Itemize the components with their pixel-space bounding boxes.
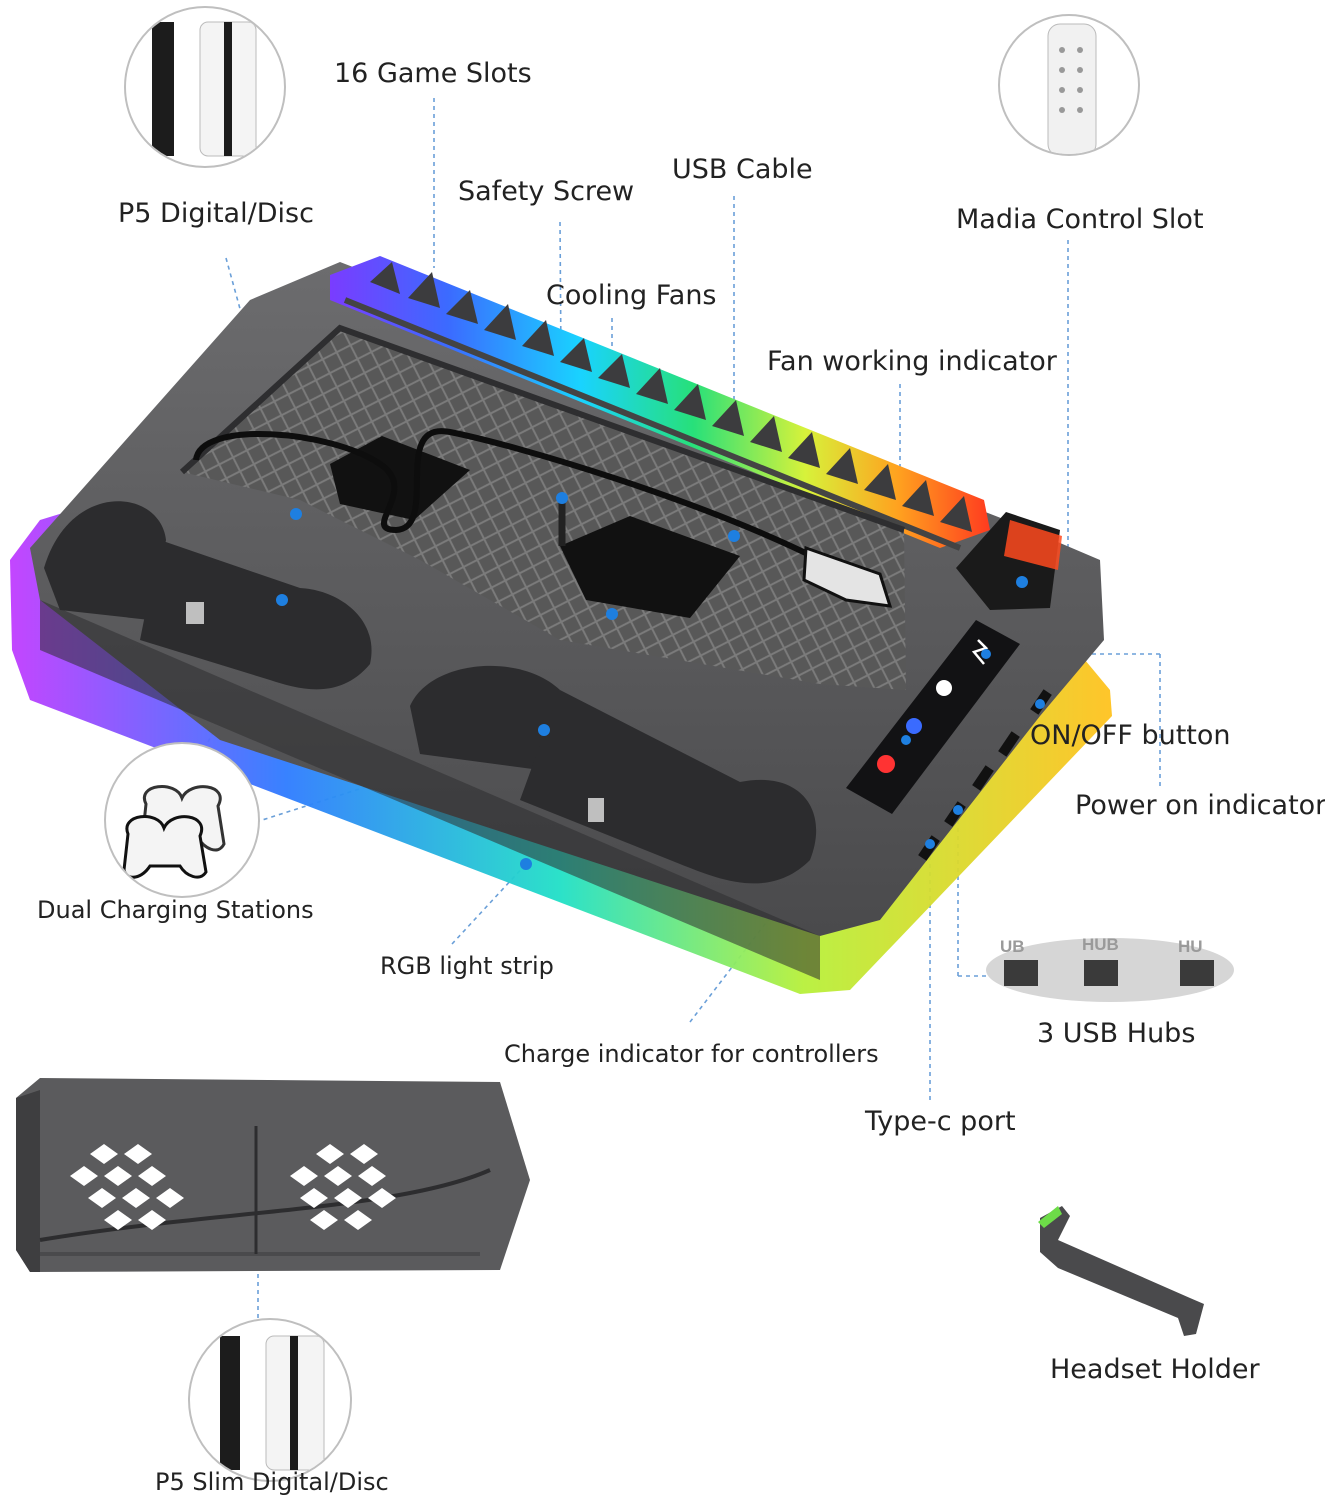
slim-vents [70,1144,396,1230]
label-typec: Type-c port [865,1106,1016,1137]
headset-holder [1038,1206,1204,1336]
hub-label-1: HUB [1082,935,1119,954]
label-power-indicator: Power on indicator [1075,790,1325,821]
label-charge-indicator: Charge indicator for controllers [504,1040,879,1068]
media-remote-icon [1047,23,1097,154]
controllers-badge [104,742,260,898]
label-usb-cable: USB Cable [672,154,813,185]
label-headset: Headset Holder [1050,1354,1260,1385]
charging-port-left [186,602,204,624]
label-game-slots: 16 Game Slots [334,58,532,89]
controller-icon [122,785,226,879]
label-dual-charging: Dual Charging Stations [37,896,314,924]
label-cooling-fans: Cooling Fans [546,280,717,311]
console-bay-grid [182,328,906,690]
label-fan-indicator: Fan working indicator [767,346,1057,377]
media-remote-badge [998,14,1140,156]
usb-plug [802,545,893,608]
console-icon [152,21,257,157]
usb-cable [193,428,822,563]
console-badge-bottom [188,1318,352,1482]
label-media-slot: Madia Control Slot [956,204,1204,235]
hub-label-0: UB [1000,937,1025,956]
slim-console-icon [220,1335,325,1471]
label-rgb-strip: RGB light strip [380,952,554,980]
usb-hub-closeup: UB HUB HU [986,935,1234,1002]
game-slot-row [330,256,990,551]
stand-front-side [40,600,820,980]
label-slim: P5 Slim Digital/Disc [155,1468,389,1496]
label-usb-hubs: 3 USB Hubs [1037,1018,1196,1049]
hub-label-2: HU [1178,937,1203,956]
label-digital-disc: P5 Digital/Disc [118,198,314,229]
label-onoff: ON/OFF button [1030,720,1231,751]
label-safety-screw: Safety Screw [458,176,635,207]
charging-port-right [588,798,604,822]
console-badge-top [124,6,286,168]
controller-cradles [44,501,817,884]
indicator-icons [877,639,989,773]
slim-adapter-plate [16,1078,530,1272]
